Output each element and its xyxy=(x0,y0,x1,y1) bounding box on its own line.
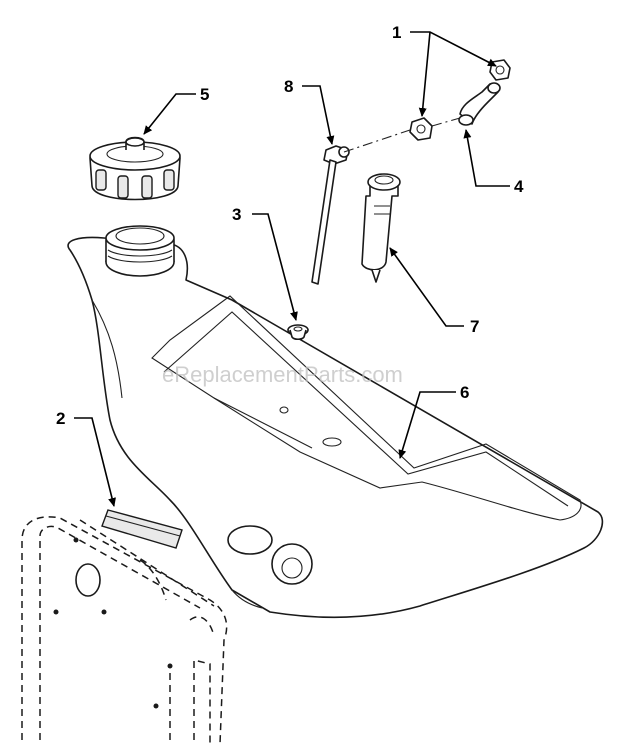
leader-4 xyxy=(463,129,510,187)
callout-5: 5 xyxy=(200,85,209,104)
callout-8: 8 xyxy=(284,77,293,96)
callout-3: 3 xyxy=(232,205,241,224)
watermark-text: eReplacementParts.com xyxy=(162,362,403,387)
callout-2: 2 xyxy=(56,409,65,428)
callout-1: 1 xyxy=(392,23,401,42)
leader-2 xyxy=(74,417,116,507)
leader-7 xyxy=(389,247,464,327)
frame-phantom xyxy=(21,516,228,744)
fitting-upper xyxy=(489,59,511,81)
leader-8 xyxy=(302,85,335,145)
leader-6 xyxy=(398,391,456,459)
fuel-tank xyxy=(67,225,604,619)
leader-5 xyxy=(143,93,196,135)
elbow-hose xyxy=(458,82,501,126)
fitting-lower xyxy=(409,117,433,141)
leader-3 xyxy=(252,213,298,321)
fuel-gauge-sender xyxy=(361,173,401,283)
fuel-cap xyxy=(89,136,181,201)
callout-7: 7 xyxy=(470,317,479,336)
foam-strip xyxy=(101,509,183,549)
callout-6: 6 xyxy=(460,383,469,402)
leader-1b xyxy=(418,31,431,117)
callout-4: 4 xyxy=(514,177,524,196)
fuel-pickup-tube xyxy=(311,145,350,285)
grommet xyxy=(287,324,309,341)
leader-1a xyxy=(410,31,497,67)
